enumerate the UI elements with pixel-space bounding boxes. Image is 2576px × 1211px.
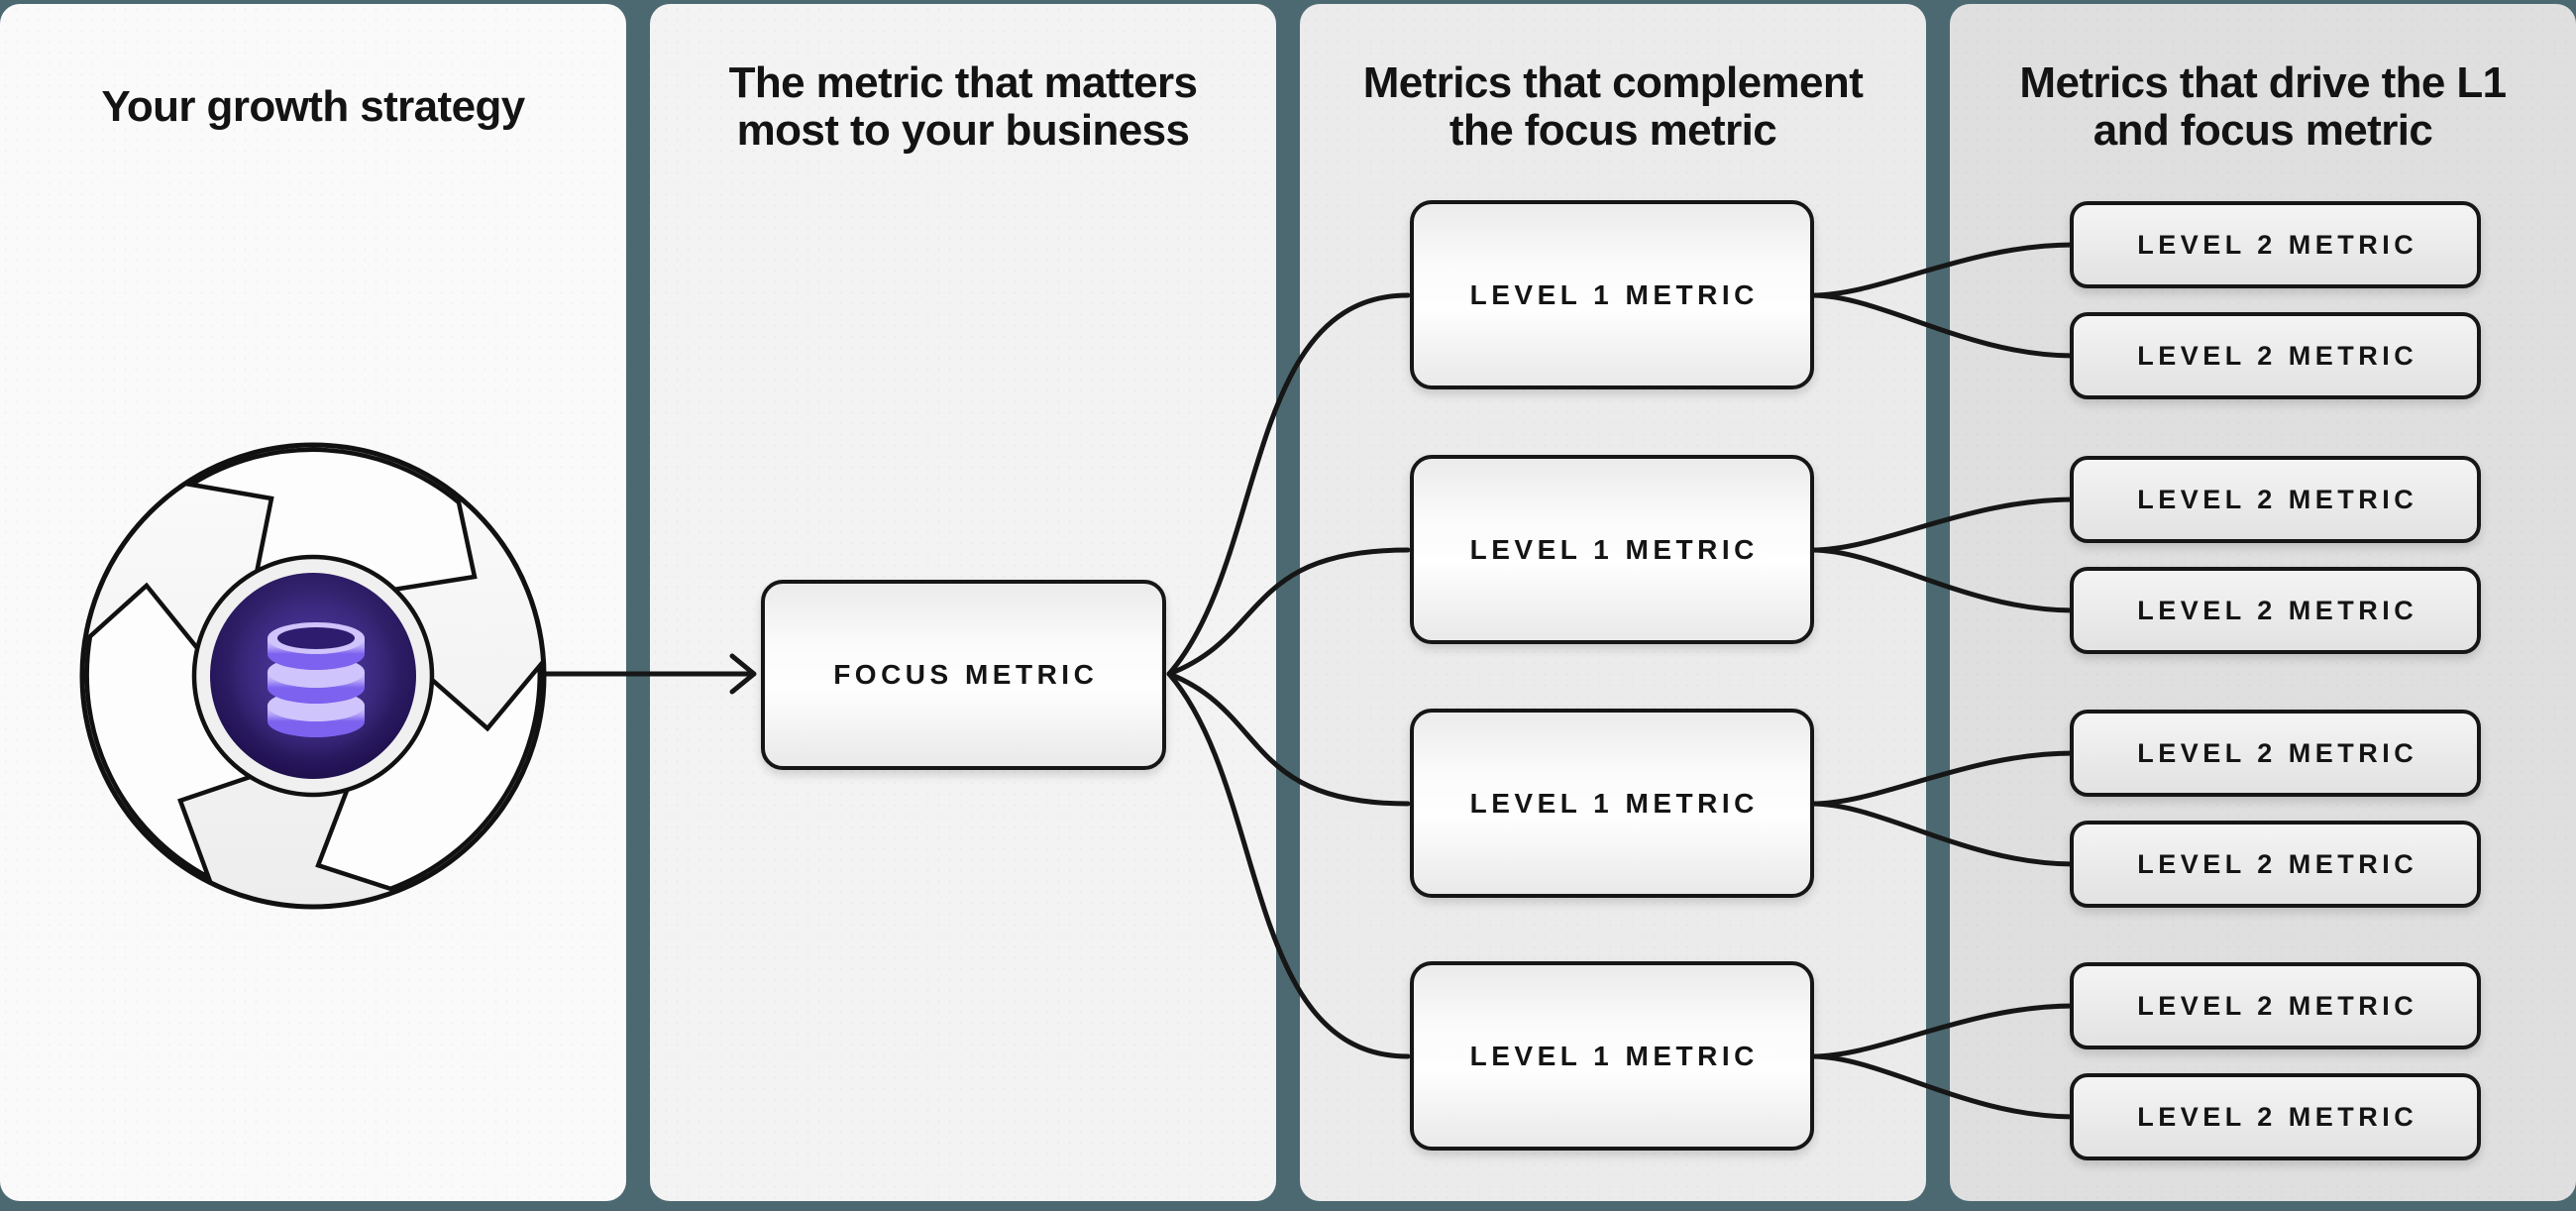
focus-metric-box: FOCUS METRIC	[761, 580, 1166, 770]
panel-title-line: Your growth strategy	[101, 82, 525, 131]
panel-title-level2-metrics: Metrics that drive the L1 and focus metr…	[1950, 57, 2576, 157]
level2-metric-label: LEVEL 2 METRIC	[2137, 484, 2418, 514]
focus-metric-label: FOCUS METRIC	[833, 659, 1099, 690]
level2-metric-label: LEVEL 2 METRIC	[2137, 1101, 2418, 1132]
level2-metric-box: LEVEL 2 METRIC	[2070, 201, 2481, 288]
level1-metric-label: LEVEL 1 METRIC	[1469, 787, 1759, 819]
panel-title-line: Metrics that complement	[1362, 58, 1864, 107]
panel-title-line: The metric that matters	[728, 58, 1198, 107]
level2-metric-box: LEVEL 2 METRIC	[2070, 710, 2481, 797]
panel-title-line: Metrics that drive the L1	[2019, 58, 2507, 107]
level2-metric-box: LEVEL 2 METRIC	[2070, 312, 2481, 399]
level2-metric-box: LEVEL 2 METRIC	[2070, 456, 2481, 543]
level2-metric-label: LEVEL 2 METRIC	[2137, 340, 2418, 371]
panel-title-line: the focus metric	[1449, 106, 1777, 155]
level2-metric-box: LEVEL 2 METRIC	[2070, 1073, 2481, 1160]
panel-title-level1-metrics: Metrics that complement the focus metric	[1300, 57, 1926, 157]
level2-metric-box: LEVEL 2 METRIC	[2070, 567, 2481, 654]
level2-metric-label: LEVEL 2 METRIC	[2137, 737, 2418, 768]
level1-metric-label: LEVEL 1 METRIC	[1469, 278, 1759, 310]
panel-title-focus-metric: The metric that matters most to your bus…	[650, 57, 1276, 157]
level1-metric-box: LEVEL 1 METRIC	[1410, 709, 1814, 898]
panel-title-growth-strategy: Your growth strategy	[0, 57, 626, 157]
level2-metric-label: LEVEL 2 METRIC	[2137, 595, 2418, 625]
level1-metric-label: LEVEL 1 METRIC	[1469, 1040, 1759, 1071]
level1-metric-box: LEVEL 1 METRIC	[1410, 961, 1814, 1151]
panel-title-line: and focus metric	[2093, 106, 2433, 155]
level2-metric-box: LEVEL 2 METRIC	[2070, 821, 2481, 908]
level1-metric-box: LEVEL 1 METRIC	[1410, 455, 1814, 644]
level1-metric-label: LEVEL 1 METRIC	[1469, 533, 1759, 565]
level1-metric-box: LEVEL 1 METRIC	[1410, 200, 1814, 389]
level2-metric-label: LEVEL 2 METRIC	[2137, 990, 2418, 1021]
panel-title-line: most to your business	[736, 106, 1190, 155]
level2-metric-label: LEVEL 2 METRIC	[2137, 229, 2418, 260]
level2-metric-box: LEVEL 2 METRIC	[2070, 962, 2481, 1049]
level2-metric-label: LEVEL 2 METRIC	[2137, 848, 2418, 879]
